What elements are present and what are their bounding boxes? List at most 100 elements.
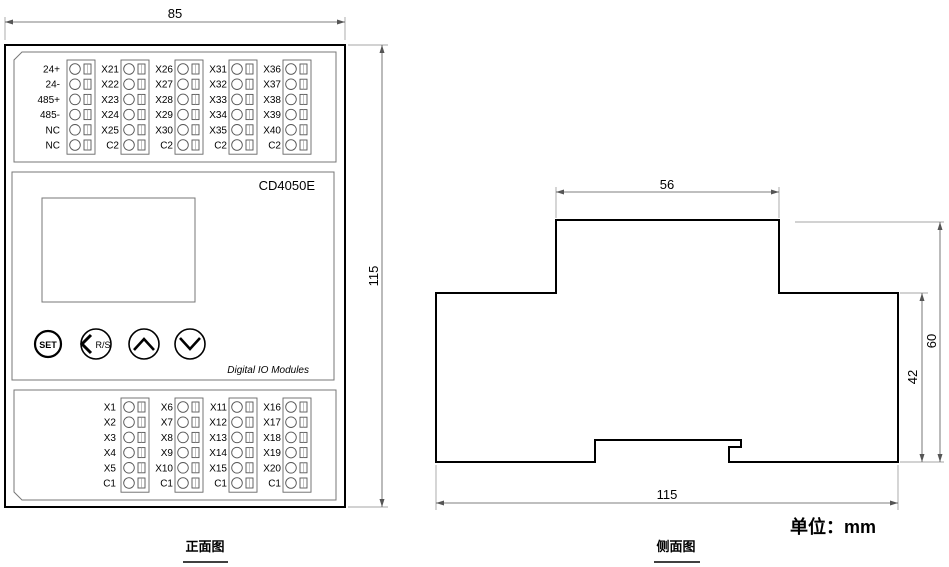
terminal-label: X20 [263, 463, 281, 474]
terminal-label: X12 [209, 418, 227, 429]
terminal-label: X1 [104, 403, 117, 414]
terminal-screw [123, 63, 135, 75]
terminal-screw [285, 416, 297, 428]
terminal-label: X34 [209, 110, 227, 121]
terminal-label: C1 [214, 479, 227, 490]
terminal-label: C2 [160, 141, 173, 152]
terminal-screw [69, 78, 81, 90]
terminal-screw [285, 93, 297, 106]
terminal-screw [231, 401, 243, 413]
terminal-screw [177, 124, 189, 136]
terminal-screw [285, 431, 297, 444]
front-view-caption: 正面图 [185, 539, 224, 554]
terminal-screw [285, 78, 297, 90]
terminal-label: C1 [160, 479, 173, 490]
terminal-screw [123, 78, 135, 90]
front-width-label: 85 [168, 6, 182, 21]
terminal-label: X35 [209, 125, 227, 136]
terminal-block-frame [174, 397, 204, 493]
terminal-screw [123, 124, 135, 136]
terminal-screw [231, 446, 243, 459]
terminal-label: X15 [209, 463, 227, 474]
terminal-label: X7 [161, 418, 174, 429]
terminal-screw [285, 139, 297, 151]
terminal-label: C2 [214, 141, 227, 152]
terminal-screw [69, 93, 81, 106]
terminal-screw [177, 78, 189, 90]
chevron-up-icon [133, 337, 155, 351]
terminal-screw [285, 108, 297, 121]
terminal-label: X11 [210, 403, 227, 414]
terminal-screw [123, 416, 135, 428]
terminal-screw [123, 431, 135, 444]
lcd-screen [41, 197, 196, 303]
terminal-screw [285, 477, 297, 489]
terminal-screw [69, 139, 81, 151]
down-button[interactable] [174, 328, 206, 360]
front-height-label: 115 [366, 266, 381, 287]
terminal-label: X27 [155, 80, 173, 91]
terminal-label: X16 [263, 403, 281, 414]
terminal-block-frame [282, 397, 312, 493]
side-top-dimension: 56 [555, 177, 780, 218]
terminal-screw [231, 63, 243, 75]
side-view-caption: 侧面图 [656, 539, 695, 554]
terminal-screw [177, 431, 189, 444]
terminal-screw [285, 462, 297, 474]
terminal-screw [69, 108, 81, 121]
terminal-screw [177, 63, 189, 75]
terminal-screw [285, 401, 297, 413]
terminal-label: X9 [161, 448, 174, 459]
terminal-label: X26 [155, 65, 173, 76]
terminal-label: X10 [155, 463, 173, 474]
terminal-screw [69, 63, 81, 75]
terminal-label: X29 [155, 110, 173, 121]
side-inner-height-label: 42 [905, 370, 920, 384]
terminal-block-frame [228, 397, 258, 493]
terminal-screw [177, 139, 189, 151]
set-button[interactable]: SET [33, 329, 63, 359]
terminal-block-frame [120, 397, 150, 493]
terminal-label: X36 [263, 65, 281, 76]
side-right-dimensions: 42 60 [795, 221, 944, 463]
terminal-screw [285, 63, 297, 75]
terminal-screw [231, 124, 243, 136]
terminal-screw [231, 93, 243, 106]
terminal-label: 485- [40, 110, 60, 121]
bottom-terminal-panel [13, 389, 337, 501]
side-bottom-dimension: 115 [435, 465, 899, 510]
rs-button[interactable]: R/S [79, 328, 112, 360]
side-top-label: 56 [660, 177, 674, 192]
terminal-label: 24- [46, 80, 60, 91]
terminal-screw [123, 93, 135, 106]
side-bottom-label: 115 [657, 487, 678, 502]
terminal-label: X31 [209, 65, 227, 76]
up-button[interactable] [128, 328, 160, 360]
unit-label: 单位：mm [790, 516, 876, 537]
terminal-label: X6 [161, 403, 174, 414]
terminal-screw [231, 431, 243, 444]
front-width-dimension: 85 [4, 6, 346, 40]
terminal-screw [123, 446, 135, 459]
front-height-dimension: 115 [348, 44, 388, 508]
terminal-label: X30 [155, 125, 173, 136]
terminal-label: X32 [209, 80, 227, 91]
terminal-label: X38 [263, 95, 281, 106]
terminal-label: C2 [106, 141, 119, 152]
terminal-label: X23 [101, 95, 119, 106]
terminal-label: 485+ [37, 95, 60, 106]
side-outline [435, 219, 899, 463]
rs-button-label: R/S [95, 340, 110, 350]
top-terminal-groups: 24+24-485+485-NCNCX21X22X23X24X25C2X26X2… [37, 59, 312, 155]
side-view: 56 42 60 115 单位：mm [435, 177, 944, 563]
terminal-label: NC [46, 125, 60, 136]
terminal-screw [231, 108, 243, 121]
set-button-label: SET [39, 340, 57, 350]
